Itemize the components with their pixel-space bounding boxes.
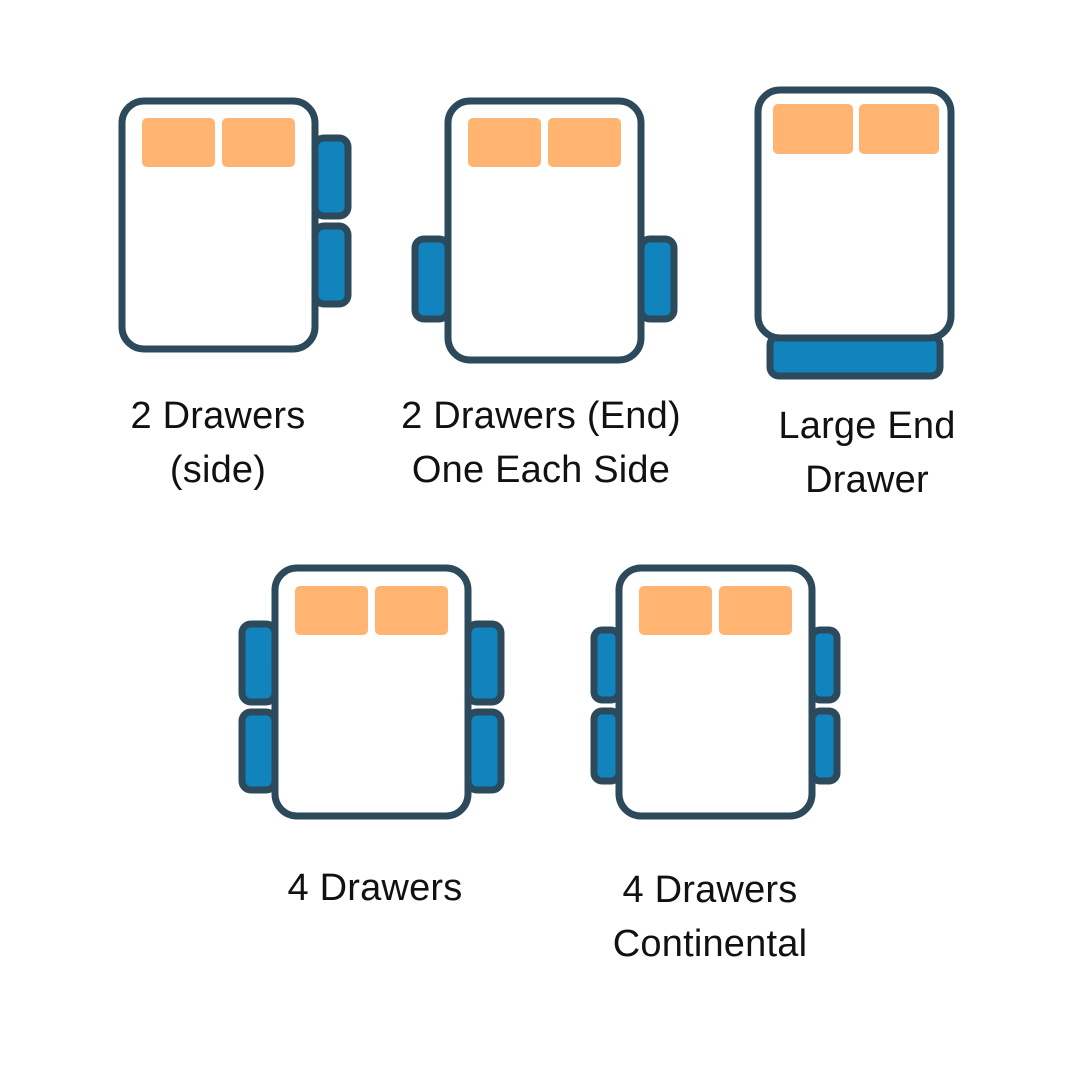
drawer-left: [411, 235, 452, 323]
bed-label-two-drawers-end: 2 Drawers (End) One Each Side: [401, 395, 681, 491]
bed-option-four-drawers[interactable]: [238, 556, 513, 831]
drawer-right: [637, 235, 678, 323]
pillow-group: [142, 118, 295, 167]
drawer-left-bottom: [238, 708, 279, 794]
drawer-left-bottom: [590, 707, 623, 785]
pillow-left: [639, 586, 712, 635]
pillow-group: [773, 104, 939, 154]
pillow-right: [222, 118, 295, 167]
pillow-right: [719, 586, 792, 635]
drawer-group: [311, 134, 352, 308]
bed-label-large-end-drawer: Large End Drawer: [778, 405, 956, 501]
pillow-group: [468, 118, 621, 167]
bed-icon-four-drawers-continental: [590, 564, 841, 820]
bed-label-four-drawers-continental: 4 Drawers Continental: [612, 869, 808, 965]
pillow-right: [548, 118, 621, 167]
bed-option-two-drawers-side[interactable]: [110, 88, 360, 363]
bed-label-two-drawers-side: 2 Drawers (side): [130, 395, 306, 491]
bed-option-four-drawers-continental[interactable]: [582, 556, 857, 831]
drawer-right-top: [808, 626, 841, 704]
pillow-right: [375, 586, 448, 635]
pillow-left: [142, 118, 215, 167]
pillow-left: [295, 586, 368, 635]
bed-option-two-drawers-end[interactable]: [406, 88, 686, 373]
bed-icon-two-drawers-side: [118, 97, 352, 353]
bed-icon-two-drawers-end: [411, 97, 678, 364]
drawer-left-top: [590, 626, 623, 704]
pillow-group: [639, 586, 792, 635]
drawer-end-large: [766, 332, 944, 380]
pillow-right: [859, 104, 939, 154]
pillow-group: [295, 586, 448, 635]
drawer-group: [766, 332, 944, 380]
drawer-group: [590, 626, 841, 785]
drawer-right-top: [464, 620, 505, 706]
bed-option-large-end-drawer[interactable]: [746, 78, 966, 388]
bed-icon-four-drawers: [238, 564, 505, 820]
drawer-right-bottom: [464, 708, 505, 794]
drawer-right-bottom: [808, 707, 841, 785]
drawer-left-top: [238, 620, 279, 706]
pillow-left: [773, 104, 853, 154]
drawer-right-bottom: [311, 222, 352, 308]
drawer-right-top: [311, 134, 352, 220]
pillow-left: [468, 118, 541, 167]
bed-icon-large-end-drawer: [754, 86, 955, 380]
bed-label-four-drawers: 4 Drawers: [287, 867, 463, 909]
